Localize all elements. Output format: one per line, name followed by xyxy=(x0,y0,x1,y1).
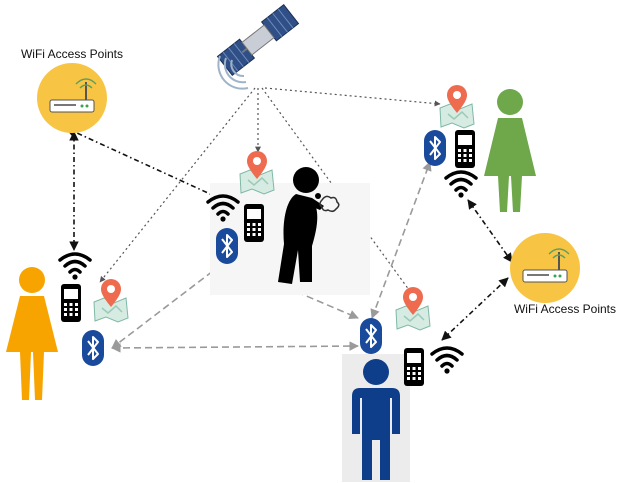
wifi-access-point-right-icon xyxy=(509,232,581,304)
map-pin-center-icon xyxy=(239,150,275,195)
wifi-signal-left-icon xyxy=(58,252,92,282)
satellite-signal-icon xyxy=(217,55,249,90)
bluetooth-left-icon xyxy=(81,329,105,367)
bluetooth-bottom-icon xyxy=(359,317,383,355)
mobile-phone-right-icon xyxy=(455,130,475,168)
person-female-left-icon xyxy=(6,267,58,400)
map-pin-right-icon xyxy=(439,84,475,129)
mobile-phone-bottom-icon xyxy=(404,348,424,386)
wifi-signal-bottom-icon xyxy=(430,346,464,376)
map-pin-bottom-icon xyxy=(395,286,431,331)
bluetooth-right-icon xyxy=(423,129,447,167)
wifi-signal-right-icon xyxy=(444,170,478,200)
mobile-phone-center-icon xyxy=(244,204,264,242)
wifi-access-point-left-icon xyxy=(36,62,108,134)
map-pin-left-icon xyxy=(93,278,129,323)
bluetooth-center-icon xyxy=(215,227,239,265)
satellite-icon xyxy=(216,3,300,77)
wifi-ap-links xyxy=(65,127,513,341)
wifi-access-point-left-label: WiFi Access Points xyxy=(21,47,123,61)
satellite-links xyxy=(99,87,441,295)
cough-cloud-icon xyxy=(319,195,340,213)
mobile-phone-left-icon xyxy=(61,284,81,322)
person-female-right-icon xyxy=(484,89,536,212)
patient-coughing-icon xyxy=(278,167,324,284)
wifi-access-point-right-label: WiFi Access Points xyxy=(514,302,616,316)
person-male-icon xyxy=(352,359,400,480)
